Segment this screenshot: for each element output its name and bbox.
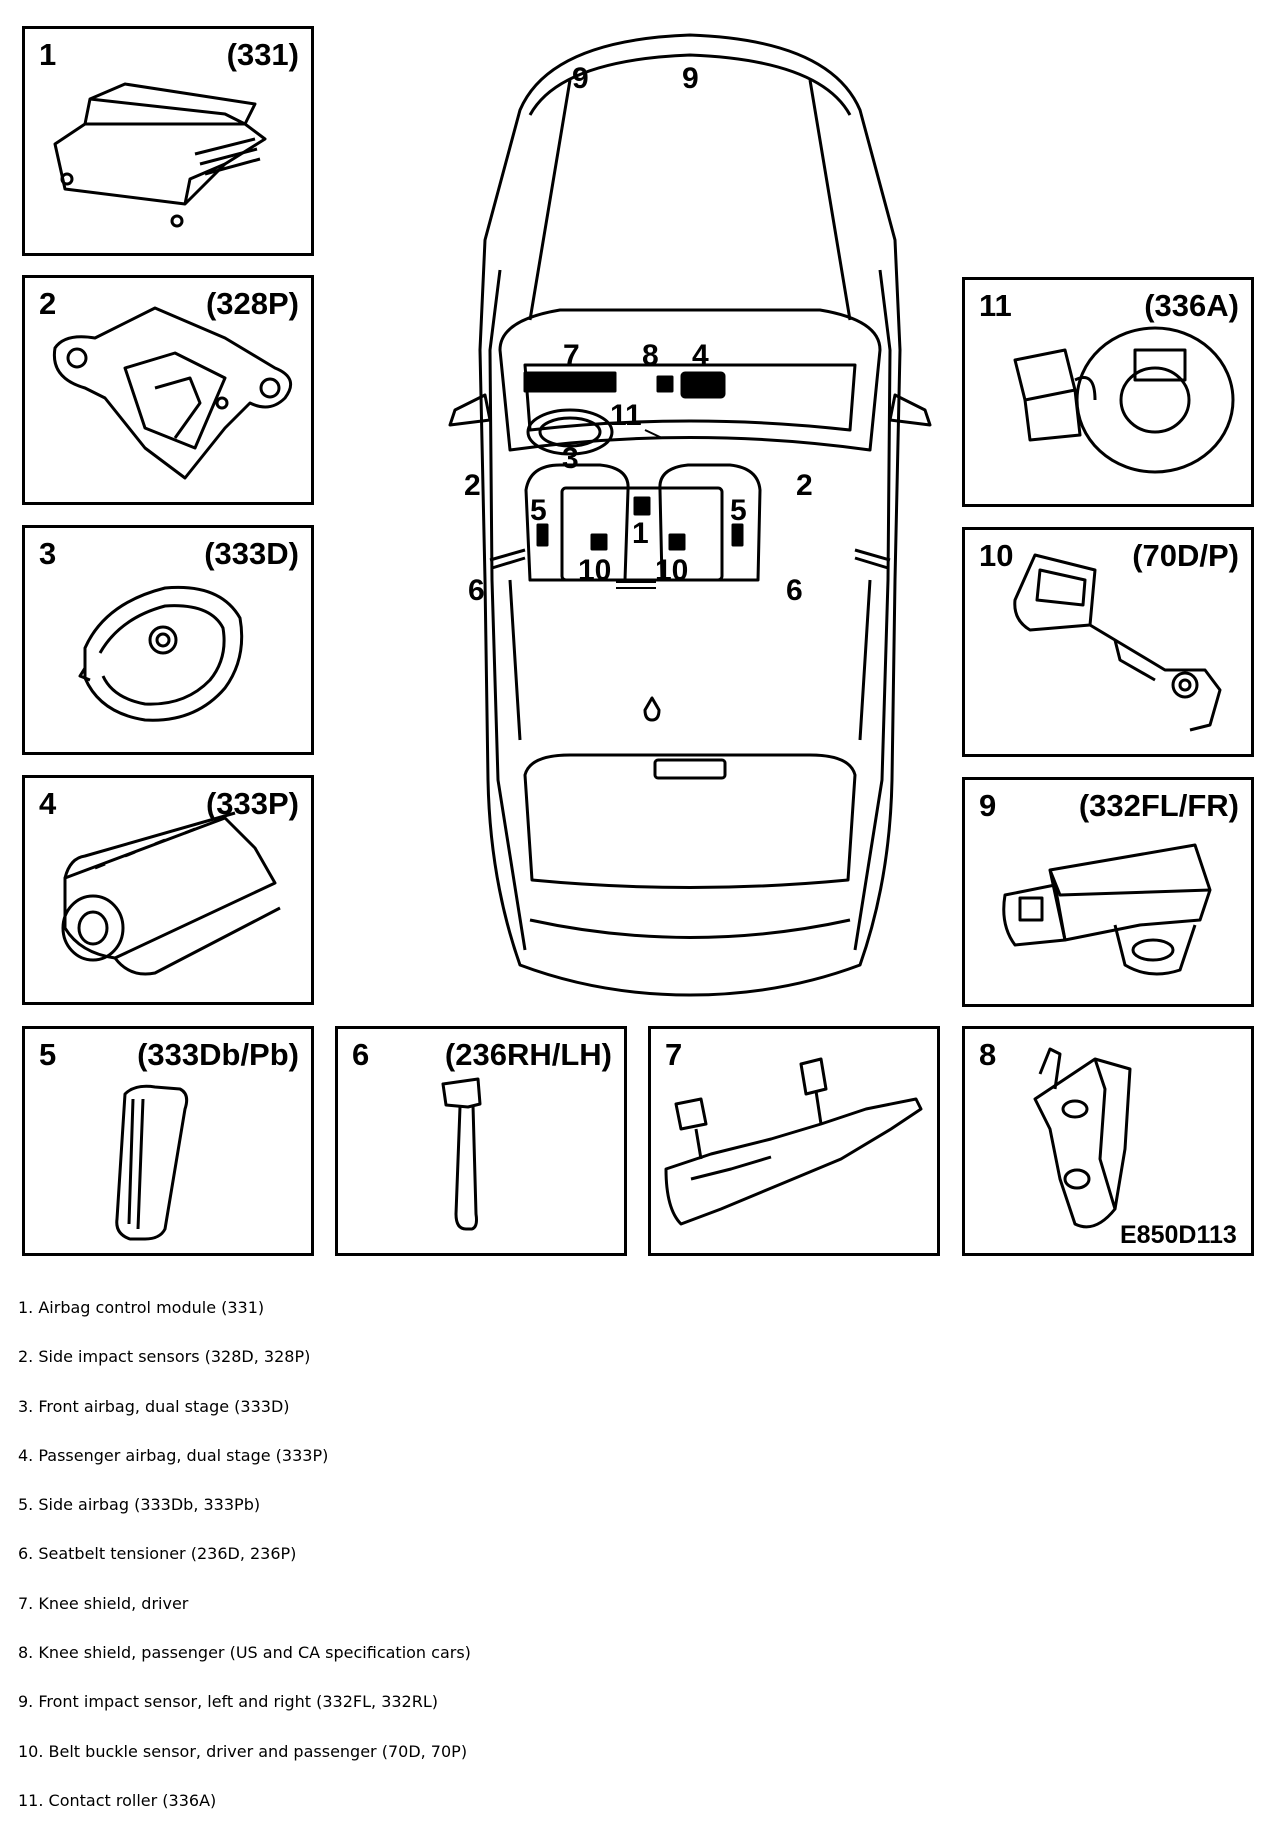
panel-side-impact-sensor: 2 (328P) xyxy=(22,275,314,505)
legend-item: 10. Belt buckle sensor, driver and passe… xyxy=(18,1741,468,1761)
panel-number: 3 xyxy=(39,536,57,571)
control-module-marker xyxy=(633,496,651,516)
callout-side-sensor-left: 2 xyxy=(464,469,481,502)
callout-front-airbag: 3 xyxy=(562,442,579,475)
callout-side-airbag-left: 5 xyxy=(530,494,547,527)
legend-item: 1. Airbag control module (331) xyxy=(18,1298,265,1317)
callout-buckle-right: 10 xyxy=(655,554,688,587)
panel-code: (333P) xyxy=(205,786,299,821)
knee-shield-pass-marker xyxy=(656,375,674,393)
side-airbag-left-marker xyxy=(536,523,549,547)
panel-code: (70D/P) xyxy=(1132,538,1239,573)
legend-item: 8. Knee shield, passenger (US and CA spe… xyxy=(18,1643,471,1663)
panel-number: 5 xyxy=(39,1037,57,1072)
callout-side-sensor-right: 2 xyxy=(796,469,813,502)
legend-item: 5. Side airbag (333Db, 333Pb) xyxy=(18,1495,261,1515)
panel-number: 9 xyxy=(979,788,997,823)
legend-item: 2. Side impact sensors (328D, 328P) xyxy=(18,1347,311,1367)
panel-code: (333Db/Pb) xyxy=(137,1037,299,1072)
panel-code: (336A) xyxy=(1144,288,1239,323)
callout-contact-roller: 11 xyxy=(610,399,642,432)
front-airbag-illustration xyxy=(78,585,244,722)
callout-passenger-airbag: 4 xyxy=(692,339,709,372)
callout-knee-shield-driver: 7 xyxy=(563,339,580,372)
callout-knee-shield-passenger: 8 xyxy=(642,339,659,372)
panel-belt-buckle-sensor: 10 (70D/P) xyxy=(962,527,1254,757)
legend-item: 6. Seatbelt tensioner (236D, 236P) xyxy=(18,1544,297,1564)
callout-control-module: 1 xyxy=(632,517,649,550)
legend-item: 7. Knee shield, driver xyxy=(18,1593,189,1613)
windshield xyxy=(498,308,882,452)
callout-tensioner-right: 6 xyxy=(786,574,803,607)
panel-airbag-control-module: 1 (331) xyxy=(22,26,314,256)
side-airbag-illustration xyxy=(115,1084,189,1241)
car-body-outline xyxy=(478,33,902,997)
panel-knee-shield-passenger: 8 xyxy=(962,1026,1254,1256)
panel-code: (328P) xyxy=(205,286,299,321)
legend-item: 11. Contact roller (336A) xyxy=(18,1790,217,1810)
panel-code: (236RH/LH) xyxy=(444,1037,612,1072)
front-impact-sensor-illustration xyxy=(1002,843,1212,976)
panel-number: 7 xyxy=(665,1037,683,1072)
knee-shield-driver-marker xyxy=(523,371,617,393)
buckle-right-marker xyxy=(668,533,686,551)
legend-item: 9. Front impact sensor, left and right (… xyxy=(18,1692,438,1712)
legend-item: 4. Passenger airbag, dual stage (333P) xyxy=(18,1445,329,1465)
figure-id: E850D113 xyxy=(1120,1221,1237,1249)
callout-buckle-left: 10 xyxy=(578,554,611,587)
panel-side-airbag: 5 (333Db/Pb) xyxy=(22,1026,314,1256)
panel-number: 10 xyxy=(979,538,1014,573)
legend-item: 3. Front airbag, dual stage (333D) xyxy=(18,1396,290,1416)
panel-number: 4 xyxy=(39,786,57,821)
panel-number: 6 xyxy=(352,1037,370,1072)
vehicle-top-view-diagram: 9 9 7 8 4 11 3 2 2 5 5 1 10 10 6 6 xyxy=(448,33,932,997)
buckle-left-marker xyxy=(590,533,608,551)
callout-side-airbag-right: 5 xyxy=(730,494,747,527)
seatbelt-tensioner-illustration xyxy=(441,1077,482,1231)
panel-passenger-airbag: 4 (333P) xyxy=(22,775,314,1005)
panel-front-airbag: 3 (333D) xyxy=(22,525,314,755)
component-legend: 1. Airbag control module (331) 2. Side i… xyxy=(18,1298,918,1840)
panel-number: 11 xyxy=(979,288,1012,323)
rear-window xyxy=(523,753,857,889)
belt-buckle-illustration xyxy=(1013,553,1222,732)
callout-front-sensor-left: 9 xyxy=(572,62,589,95)
knee-shield-driver-illustration xyxy=(664,1057,923,1226)
steering-wheel xyxy=(526,408,614,456)
panel-code: (331) xyxy=(226,37,299,72)
panel-front-impact-sensor: 9 (332FL/FR) xyxy=(962,777,1254,1007)
passenger-airbag-illustration xyxy=(61,811,281,976)
side-airbag-right-marker xyxy=(731,523,744,547)
callout-front-sensor-right: 9 xyxy=(682,62,699,95)
contact-roller-illustration xyxy=(1013,326,1235,474)
panel-seatbelt-tensioner: 6 (236RH/LH) xyxy=(335,1026,627,1256)
side-impact-sensor-illustration xyxy=(52,306,293,480)
panel-number: 2 xyxy=(39,286,57,321)
knee-shield-passenger-illustration xyxy=(1033,1047,1132,1229)
panel-contact-roller: 11 (336A) xyxy=(962,277,1254,507)
control-module-illustration xyxy=(53,82,267,228)
panel-number: 8 xyxy=(979,1037,997,1072)
pass-airbag-marker xyxy=(680,371,726,399)
panel-number: 1 xyxy=(39,37,57,72)
callout-tensioner-left: 6 xyxy=(468,574,485,607)
console-box xyxy=(560,486,724,582)
panel-code: (333D) xyxy=(204,536,299,571)
panel-knee-shield-driver: 7 xyxy=(648,1026,940,1256)
panel-code: (332FL/FR) xyxy=(1078,788,1239,823)
